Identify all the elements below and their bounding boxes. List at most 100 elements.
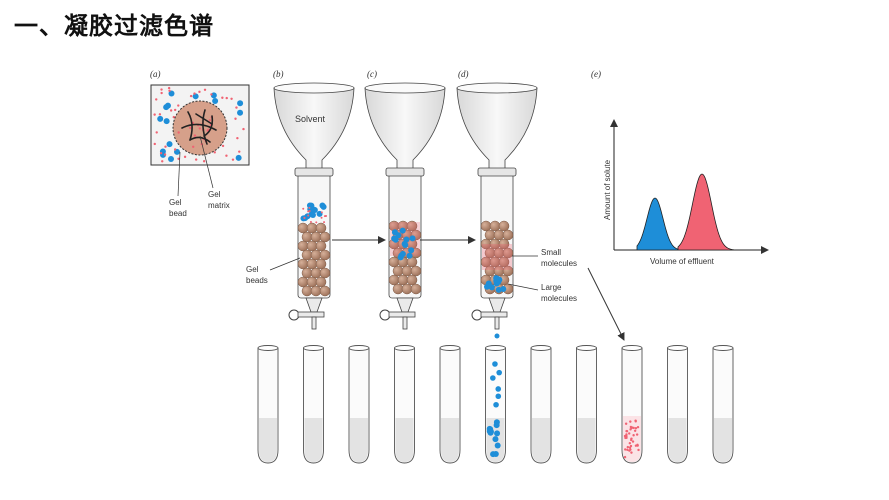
large-molecule-dot bbox=[494, 430, 501, 437]
gel-bead bbox=[297, 258, 309, 270]
column-tip bbox=[494, 316, 500, 330]
large-molecule-dot bbox=[237, 109, 244, 116]
tube-rim bbox=[303, 345, 324, 351]
small-molecule-dot bbox=[320, 216, 323, 219]
large-molecule-dot bbox=[494, 442, 501, 449]
column-cap bbox=[385, 167, 425, 177]
test-tube bbox=[348, 345, 370, 464]
small-molecule-dot bbox=[161, 160, 164, 163]
small-molecule-dot bbox=[231, 158, 235, 161]
small-molecule-dot bbox=[625, 434, 628, 438]
panel-label-c: (c) bbox=[367, 69, 377, 79]
test-tube bbox=[667, 345, 688, 464]
gel-bead bbox=[493, 229, 505, 241]
tube-liquid bbox=[304, 418, 323, 462]
gel-bead bbox=[489, 220, 501, 232]
funnel-rim bbox=[364, 82, 446, 94]
large-molecule-dot bbox=[493, 422, 500, 429]
small-molecule-dot bbox=[236, 136, 239, 140]
gel-bead bbox=[401, 265, 413, 277]
tube-liquid bbox=[441, 418, 459, 462]
small-molecule-dot bbox=[629, 420, 632, 423]
gel-bead bbox=[315, 276, 327, 288]
funnel-rim bbox=[456, 82, 538, 94]
large-molecule-dot bbox=[311, 207, 318, 214]
panel-label-d: (d) bbox=[458, 69, 469, 79]
large-molecule-dot bbox=[391, 235, 398, 242]
small-molecule-dot bbox=[630, 438, 633, 442]
small-molecule-dot bbox=[629, 428, 632, 431]
small-molecule-dot bbox=[625, 429, 628, 433]
tube-liquid bbox=[259, 418, 277, 462]
column-outlet bbox=[305, 297, 323, 313]
large-molecule-dot bbox=[395, 232, 402, 239]
gel-matrix-label-line1: Gel bbox=[208, 190, 221, 199]
test-tube bbox=[485, 345, 506, 464]
gel-bead bbox=[388, 256, 400, 268]
large-molecule-dot bbox=[487, 429, 494, 436]
tube-rim bbox=[394, 345, 415, 351]
tube-rim bbox=[667, 345, 688, 351]
small-molecule-dot bbox=[302, 207, 305, 210]
panel-label-e: (e) bbox=[591, 69, 601, 79]
small-molecule-dot bbox=[173, 108, 177, 112]
tube-liquid bbox=[532, 418, 550, 462]
solvent-label: Solvent bbox=[295, 114, 326, 124]
large-molecule-dot bbox=[495, 286, 502, 293]
small-molecule-dot bbox=[159, 151, 163, 155]
small-molecule-dot bbox=[234, 117, 237, 120]
gel-beads-label-line1: Gel bbox=[246, 265, 259, 274]
small-molecule-dot bbox=[637, 448, 640, 452]
large-molecules-label-line2: molecules bbox=[541, 294, 577, 303]
test-tube bbox=[621, 345, 643, 464]
tube-rim bbox=[712, 345, 734, 351]
stopcock bbox=[388, 311, 416, 318]
funnel bbox=[273, 83, 355, 173]
test-tube bbox=[712, 345, 734, 464]
tube-rim bbox=[439, 345, 461, 351]
small-molecule-dot bbox=[308, 210, 311, 213]
small-molecule-dot bbox=[169, 109, 173, 112]
gel-bead bbox=[297, 222, 309, 234]
tube-liquid bbox=[395, 418, 414, 462]
large-molecule-dot bbox=[496, 369, 502, 376]
gel-bead bbox=[401, 283, 413, 295]
large-molecule-dot bbox=[166, 141, 173, 148]
small-molecule-dot bbox=[173, 148, 177, 151]
gel-bead bbox=[301, 267, 313, 279]
gel-bead bbox=[297, 276, 309, 288]
gel-bead bbox=[410, 265, 422, 277]
small-molecule-dot bbox=[242, 127, 245, 131]
gel-bead bbox=[498, 238, 510, 250]
gel-bead bbox=[319, 285, 331, 297]
falling-drop bbox=[494, 333, 500, 339]
small-molecule-dot bbox=[193, 134, 197, 137]
small-molecule-dot bbox=[634, 420, 637, 423]
gel-bead-label-line1: Gel bbox=[169, 198, 182, 207]
gel-bead bbox=[310, 285, 322, 297]
small-molecule-dot bbox=[164, 145, 167, 148]
small-molecule-dot bbox=[221, 96, 224, 99]
small-molecule-dot bbox=[323, 221, 326, 224]
gel-bead bbox=[498, 220, 510, 232]
column-d bbox=[456, 82, 538, 367]
small-molecule-band bbox=[482, 244, 512, 270]
column-c bbox=[364, 82, 446, 330]
large-molecules-peak bbox=[636, 197, 686, 251]
small-molecule-dot bbox=[303, 216, 306, 219]
large-molecule-dot bbox=[493, 401, 499, 408]
tube-liquid bbox=[350, 418, 368, 462]
small-molecule-dot bbox=[634, 444, 638, 447]
small-molecule-dot bbox=[210, 93, 213, 96]
column-outlet bbox=[396, 297, 414, 313]
large-molecule-dot bbox=[490, 375, 496, 381]
stopcock-handle bbox=[471, 309, 483, 321]
small-molecule-dot bbox=[221, 144, 225, 148]
small-molecule-dot bbox=[198, 90, 201, 94]
small-molecules-peak bbox=[677, 173, 736, 251]
small-molecule-dot bbox=[315, 221, 318, 224]
test-tube bbox=[394, 345, 415, 464]
tube-rim bbox=[530, 345, 552, 351]
small-molecule-dot bbox=[634, 427, 638, 430]
